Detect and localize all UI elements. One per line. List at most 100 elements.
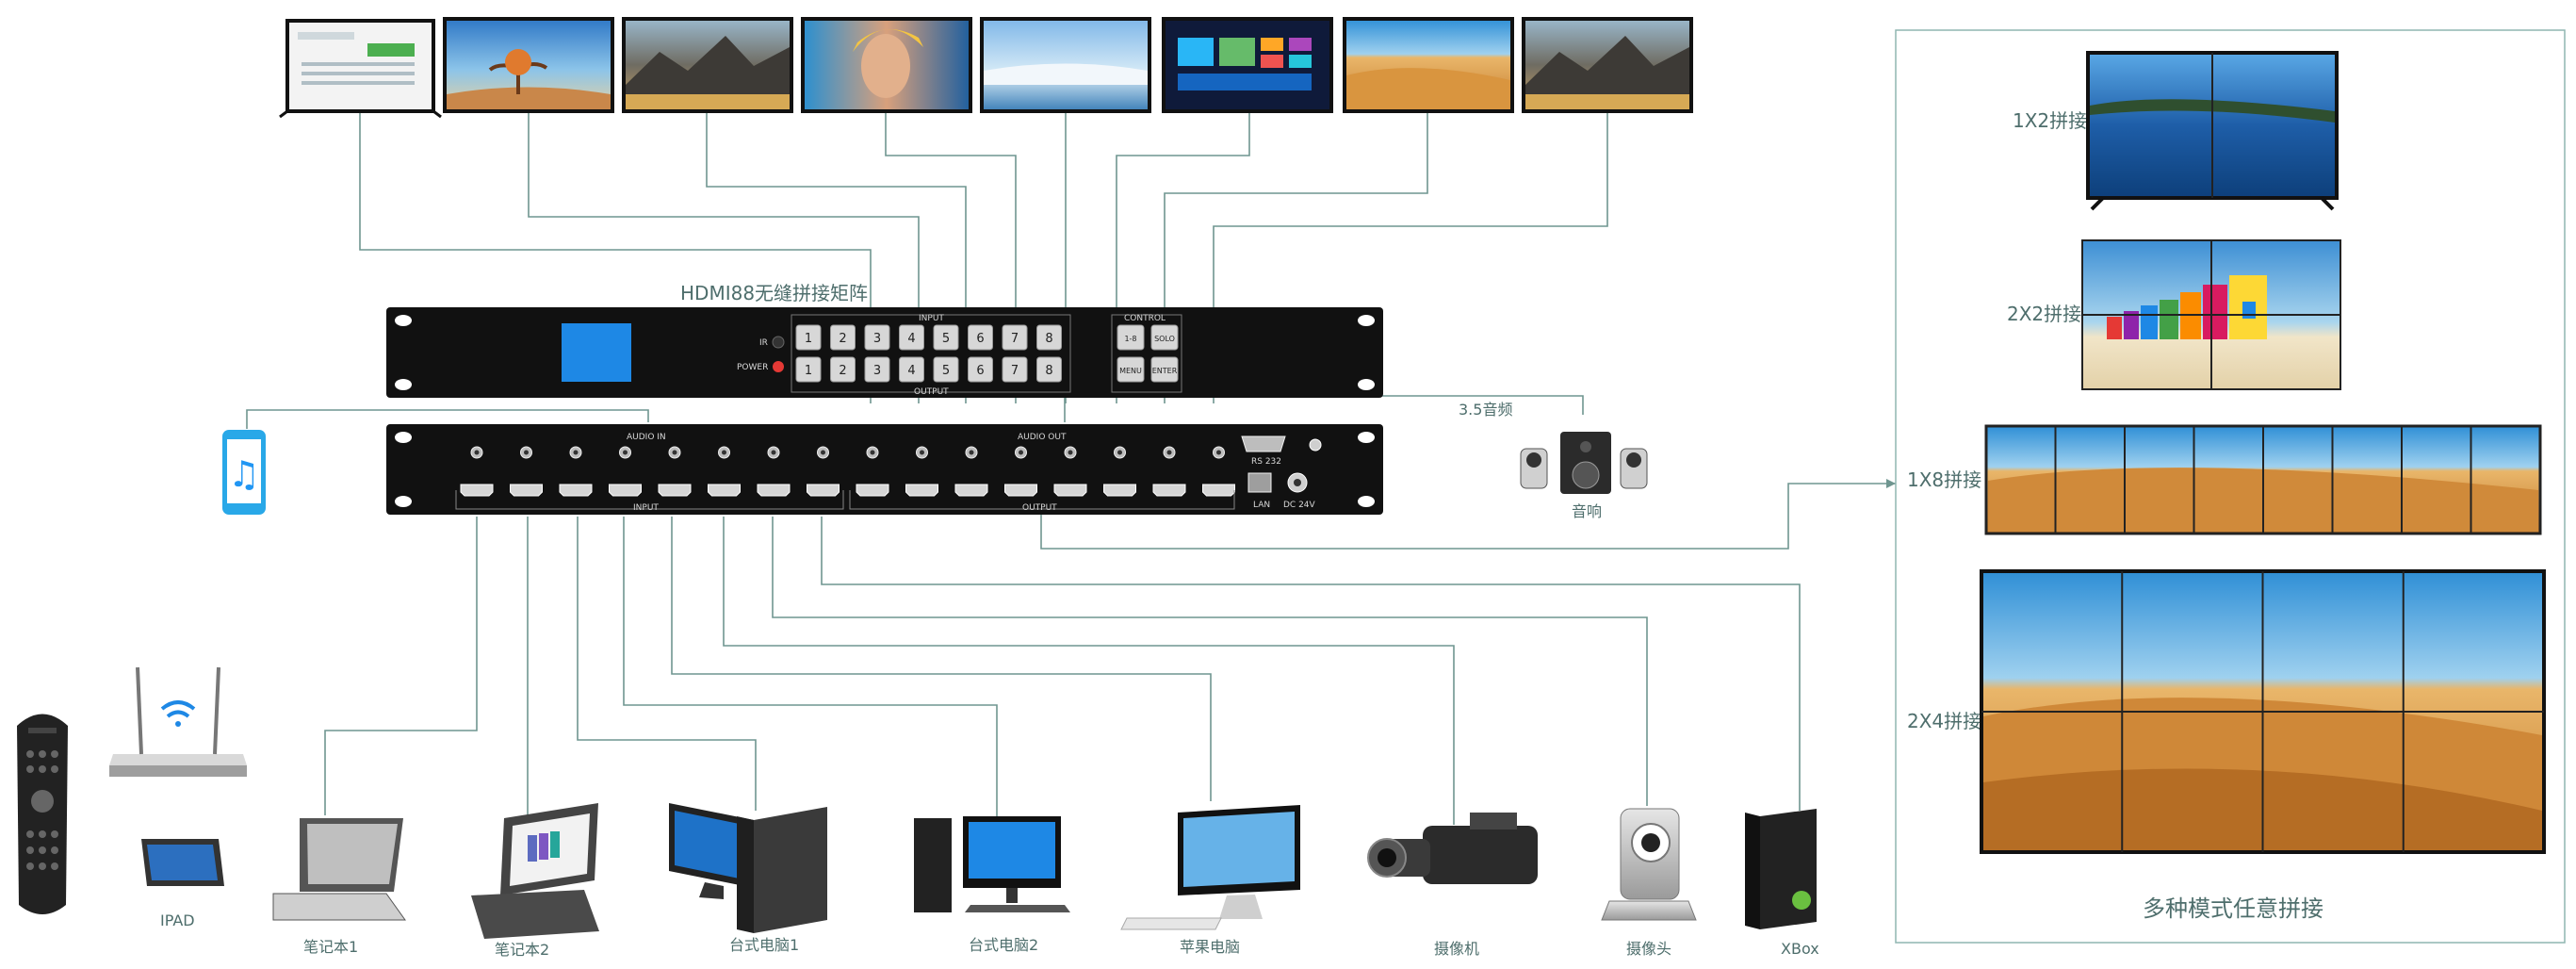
input-key-label: 8 — [1045, 332, 1052, 346]
hdmi-output-port-4 — [1004, 484, 1037, 497]
wire-input-desktop2 — [623, 517, 998, 818]
audio-jack-15 — [1163, 446, 1176, 459]
control-key-label: MENU — [1119, 367, 1142, 375]
svg-text:♫: ♫ — [228, 453, 260, 495]
display-4 — [801, 17, 972, 113]
output-key-5[interactable]: 5 — [933, 356, 959, 383]
output-key-1[interactable]: 1 — [795, 356, 822, 383]
ir-sensor — [772, 336, 785, 349]
input-key-3[interactable]: 3 — [864, 324, 890, 351]
hdmi-input-port-4 — [609, 484, 642, 497]
source-label-desktop2: 台式电脑2 — [969, 936, 1038, 954]
control-key-4[interactable]: ENTER — [1150, 356, 1179, 383]
front-input-label: INPUT — [919, 314, 944, 323]
control-key-3[interactable]: MENU — [1117, 356, 1145, 383]
rack-hole — [395, 315, 412, 326]
rack-hole — [395, 432, 412, 443]
laptop2-icon — [471, 803, 599, 939]
audio-jack-7 — [767, 446, 780, 459]
rack-hole — [1358, 432, 1375, 443]
power-label: POWER — [737, 363, 768, 372]
input-key-4[interactable]: 4 — [899, 324, 924, 351]
audio-jack-10 — [916, 446, 928, 459]
wall-1x8 — [1984, 424, 2542, 535]
mode-label-1x8: 1X8拼接 — [1907, 468, 1981, 491]
display-6 — [1162, 17, 1333, 113]
source-label-camcorder: 摄像机 — [1434, 940, 1479, 958]
output-key-label: 4 — [907, 364, 915, 378]
ipad-icon — [141, 839, 224, 886]
input-key-1[interactable]: 1 — [795, 324, 822, 351]
camcorder-icon — [1367, 813, 1538, 884]
rack-hole — [395, 379, 412, 390]
hdmi-output-port-1 — [856, 484, 889, 497]
output-key-6[interactable]: 6 — [968, 356, 993, 383]
audio-jack-3 — [569, 446, 582, 459]
output-key-7[interactable]: 7 — [1002, 356, 1028, 383]
source-label-laptop2: 笔记本2 — [495, 941, 549, 959]
speaker-label: 音响 — [1572, 502, 1602, 520]
audio-jack-14 — [1114, 446, 1126, 459]
laptop1-icon — [272, 818, 406, 921]
wire-input-xbox — [821, 517, 1801, 811]
display-2 — [443, 17, 614, 113]
input-key-label: 5 — [942, 332, 950, 346]
hdmi-input-port-3 — [559, 484, 593, 497]
audio-jack-9 — [866, 446, 879, 459]
output-key-label: 5 — [942, 364, 950, 378]
hdmi-output-port-6 — [1103, 484, 1136, 497]
splicing-panel — [1895, 29, 2566, 944]
audio-jack-8 — [817, 446, 829, 459]
audio-jack-12 — [1015, 446, 1027, 459]
rack-hole — [1358, 496, 1375, 507]
output-key-8[interactable]: 8 — [1036, 356, 1062, 383]
audio-jack-1 — [470, 446, 483, 459]
signal-wires — [246, 111, 1896, 825]
hdmi-output-port-7 — [1152, 484, 1186, 497]
source-label-webcam: 摄像头 — [1626, 940, 1671, 958]
audio-jack-2 — [520, 446, 532, 459]
output-bracket — [849, 490, 1235, 510]
output-key-row: 1 2 3 4 5 6 7 8 — [795, 356, 1062, 383]
matrix-title: HDMI88无缝拼接矩阵 — [680, 282, 868, 304]
wire-output-7 — [1164, 111, 1428, 403]
rear-chassis — [386, 424, 1383, 515]
control-group-frame — [1111, 314, 1182, 393]
input-key-5[interactable]: 5 — [933, 324, 959, 351]
audio-jack-4 — [619, 446, 631, 459]
hdmi-output-port-8 — [1202, 484, 1235, 497]
display-3 — [622, 17, 793, 113]
control-key-2[interactable]: SOLO — [1150, 324, 1179, 351]
mode-label-1x2: 1X2拼接 — [2013, 109, 2087, 132]
input-key-6[interactable]: 6 — [968, 324, 993, 351]
source-label-desktop1: 台式电脑1 — [729, 936, 799, 954]
input-key-8[interactable]: 8 — [1036, 324, 1062, 351]
lan-port — [1247, 472, 1272, 493]
rear-input-label: INPUT — [633, 503, 659, 513]
rear-ports — [460, 446, 1235, 497]
input-key-2[interactable]: 2 — [830, 324, 856, 351]
rs232-label: RS 232 — [1251, 457, 1281, 467]
hdmi-input-port-1 — [460, 484, 494, 497]
audio-jack-13 — [1064, 446, 1077, 459]
input-key-7[interactable]: 7 — [1002, 324, 1028, 351]
splicing-title: 多种模式任意拼接 — [2143, 895, 2323, 922]
output-key-3[interactable]: 3 — [864, 356, 890, 383]
matrix-rear-panel: AUDIO IN AUDIO OUT INPUT OUTPUT RS 232 L… — [386, 424, 1383, 515]
hdmi-input-port-5 — [658, 484, 692, 497]
output-key-4[interactable]: 4 — [899, 356, 924, 383]
desktop2-icon — [914, 816, 1070, 912]
input-key-label: 4 — [907, 332, 915, 346]
hdmi-output-port-3 — [954, 484, 988, 497]
control-key-1[interactable]: 1-8 — [1117, 324, 1145, 351]
phone-icon: ♫ — [222, 430, 266, 515]
output-key-label: 7 — [1011, 364, 1019, 378]
output-key-label: 2 — [839, 364, 846, 378]
display-8 — [1522, 17, 1693, 113]
control-key-label: ENTER — [1152, 367, 1178, 375]
display-7 — [1343, 17, 1514, 113]
output-displays — [279, 17, 1693, 119]
output-key-2[interactable]: 2 — [830, 356, 856, 383]
